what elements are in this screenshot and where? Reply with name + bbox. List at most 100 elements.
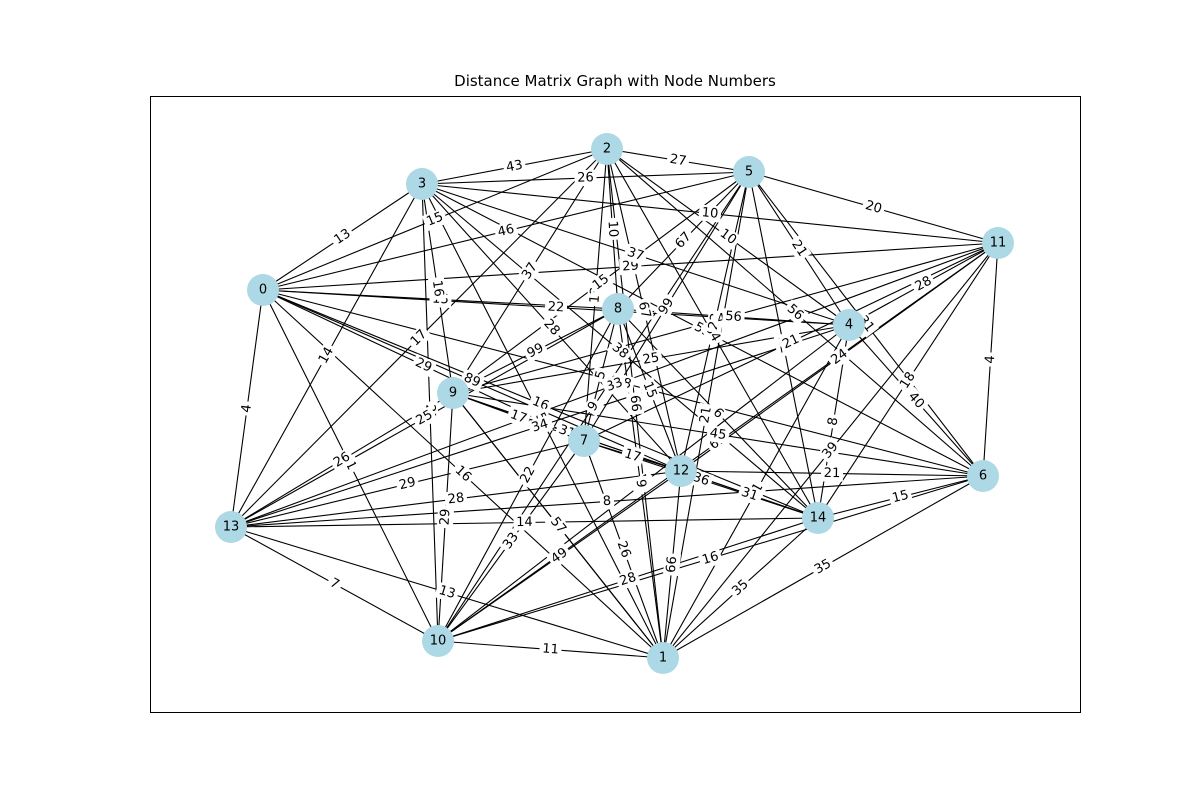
edge-label-8-1: 9	[631, 475, 650, 492]
edge-label-12-13: 28	[444, 489, 468, 509]
edge-label-1-9: 57	[544, 511, 572, 540]
edge-label-background	[622, 243, 649, 266]
edge-label-7-10: 33	[498, 527, 524, 555]
edge-label-4-8: 56	[721, 308, 746, 326]
edge-label-background	[606, 337, 634, 365]
edge-label-background	[631, 475, 650, 492]
edge-label-7-1: 26	[612, 536, 635, 563]
edge-weight-label: 14	[516, 515, 533, 530]
node-13	[215, 511, 247, 543]
chart-title: Distance Matrix Graph with Node Numbers	[454, 72, 776, 90]
edge-weight-label: 17	[508, 407, 529, 427]
edge-weight-label: 15	[891, 488, 911, 507]
edge-label-background	[434, 581, 460, 604]
edge-label-9-10: 29	[436, 505, 455, 529]
edge-label-0-2: 15	[421, 207, 449, 232]
node-label-14: 14	[810, 511, 827, 526]
node-9	[437, 377, 469, 409]
node-8	[602, 293, 634, 325]
edge-label-background	[714, 224, 742, 250]
edge-label-background	[619, 445, 646, 467]
edge-label-5-8: 67	[670, 227, 697, 254]
edge-label-11-6: 4	[982, 352, 999, 367]
edge-label-background	[895, 366, 921, 395]
edge-label-background	[449, 460, 477, 488]
edge-weight-label: 17	[622, 446, 642, 465]
edge-label-background	[515, 461, 541, 489]
edge-label-13-10: 7	[324, 573, 345, 595]
edge-label-background	[824, 413, 843, 430]
edge-weight-label: 16	[429, 279, 446, 298]
edge-label-2-5: 27	[665, 150, 691, 171]
edge-label-12-1: 66	[662, 552, 682, 577]
node-label-12: 12	[673, 464, 690, 479]
edge-label-background	[887, 486, 914, 508]
edge-label-2-12: 67	[633, 297, 655, 323]
edge-weight-label: 46	[496, 222, 516, 240]
edge-weight-label: 21	[697, 406, 715, 425]
edge-weight-label: 22	[517, 464, 538, 486]
edge-label-11-4: 28	[910, 271, 937, 297]
edge-label-background	[781, 299, 809, 326]
edge-weight-label: 28	[618, 570, 638, 589]
node-3	[406, 168, 438, 200]
edge-labels-layer: 1341154615292229891616284326103753161425…	[238, 150, 999, 659]
edge-label-background	[314, 341, 339, 370]
edge-label-background	[410, 353, 437, 378]
edge-label-background	[603, 217, 622, 241]
edge-label-10-1: 11	[538, 640, 563, 659]
edge-label-background	[612, 536, 635, 563]
node-label-4: 4	[845, 318, 853, 333]
edge-weight-label: 37	[519, 260, 541, 282]
plot-frame	[150, 96, 1081, 713]
edge-label-background	[817, 436, 844, 465]
edge-weight-label: 22	[547, 300, 564, 316]
edge-label-8-13: 25	[410, 405, 439, 431]
edge-label-12-6: 21	[820, 465, 844, 482]
edge-weight-label: 8	[602, 494, 611, 510]
edge-label-background	[777, 330, 805, 354]
edge-label-background	[902, 386, 930, 415]
edge-label-3-2: 43	[502, 156, 527, 177]
edge-label-background	[670, 227, 697, 254]
edge-weight-label: 26	[614, 539, 634, 560]
edge-weight-label: 25	[642, 350, 661, 368]
node-5	[733, 156, 765, 188]
edge-label-background	[696, 402, 716, 428]
edge-label-11-7: 21	[777, 330, 805, 354]
edge-label-background	[522, 338, 549, 364]
edge-label-3-5: 26	[574, 169, 597, 187]
edge-label-2-6: 56	[781, 299, 809, 326]
node-label-6: 6	[979, 469, 987, 484]
edge-label-background	[238, 400, 256, 417]
edge-weight-label: 45	[709, 426, 728, 443]
edge-weight-label: 31	[739, 485, 760, 505]
edge-label-4-9: 25	[638, 349, 664, 369]
edge-label-14-10: 28	[615, 568, 641, 591]
edge-label-14-13: 14	[513, 514, 536, 531]
edge-label-11-1: 39	[817, 436, 844, 465]
edge-label-0-14: 16	[527, 392, 554, 416]
edge-label-9-6: 45	[705, 424, 731, 445]
node-10	[422, 625, 454, 657]
edge-weight-label: 29	[398, 475, 418, 493]
edge-weight-label: 26	[331, 449, 353, 470]
edge-weight-label: 34	[530, 416, 550, 435]
edge-label-background	[786, 234, 812, 263]
edge-label-5-7: 99	[653, 292, 680, 321]
edge-label-3-12: 28	[538, 313, 565, 342]
node-label-13: 13	[223, 520, 240, 535]
edge-label-8-7: 5	[591, 366, 611, 384]
node-2	[591, 133, 623, 165]
edge-label-background	[505, 405, 532, 429]
edge-label-0-3: 13	[328, 224, 357, 250]
edge-label-background	[574, 169, 597, 187]
edge-label-background	[698, 204, 722, 223]
edge-label-background	[544, 511, 572, 540]
node-label-8: 8	[614, 302, 622, 317]
edge-weight-label: 21	[824, 466, 841, 481]
edge-weight-label: 21	[780, 332, 801, 353]
edge-label-background	[498, 527, 524, 555]
